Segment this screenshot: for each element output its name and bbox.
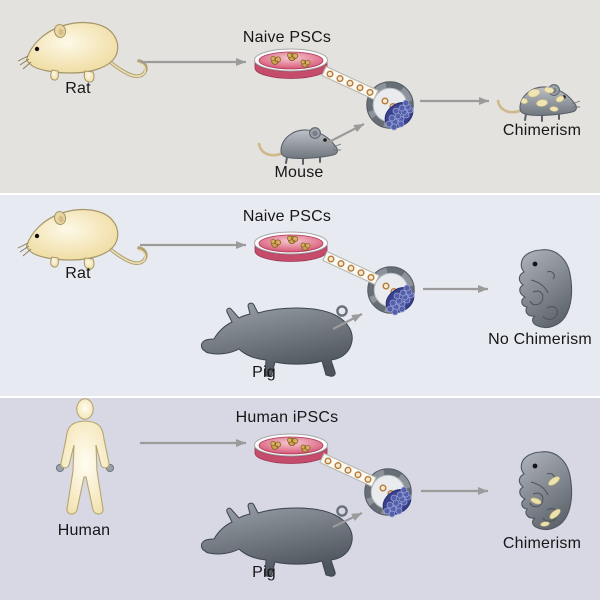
donor-label: Rat xyxy=(65,265,91,282)
outcome-label: Chimerism xyxy=(503,122,581,139)
cells-label: Human iPSCs xyxy=(236,409,339,426)
host-label: Pig xyxy=(252,564,276,581)
panel-rat-into-mouse: Rat Naive PSCs Mouse Chimerism xyxy=(0,0,600,193)
petri-dish-icon xyxy=(254,433,328,464)
donor-label: Human xyxy=(58,522,111,539)
panel-rat-into-pig: Rat Naive PSCs Pig No Chimerism xyxy=(0,195,600,396)
petri-dish-icon xyxy=(254,231,328,262)
cells-label: Naive PSCs xyxy=(243,208,331,225)
arrow-host-to-blastocyst xyxy=(332,512,363,528)
donor-label: Rat xyxy=(65,80,91,97)
host-label: Pig xyxy=(252,364,276,381)
arrow-host-to-blastocyst xyxy=(332,313,363,330)
host-label: Mouse xyxy=(274,164,323,181)
outcome-label: Chimerism xyxy=(503,535,581,552)
petri-dish-icon xyxy=(254,48,328,79)
panel-human-into-pig: Human Human iPSCs Pig Chimerism xyxy=(0,398,600,600)
outcome-label: No Chimerism xyxy=(488,331,592,348)
cells-label: Naive PSCs xyxy=(243,29,331,46)
arrow-host-to-blastocyst xyxy=(326,123,365,144)
